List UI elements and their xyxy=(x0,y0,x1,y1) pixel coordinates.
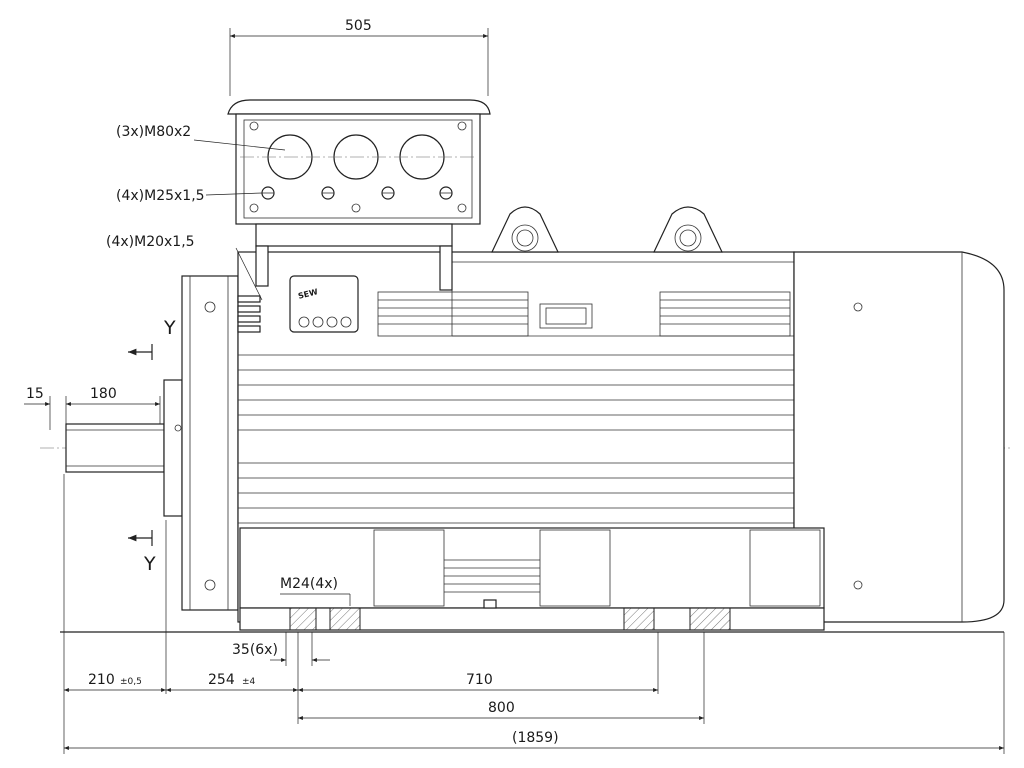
dim-15: 15 xyxy=(26,386,44,402)
dim-210-tol: ±0,5 xyxy=(120,677,142,687)
dim-254: 254 xyxy=(208,672,235,688)
callouts: (3x)M80x2 (4x)M25x1,5 (4x)M20x1,5 M24(4x… xyxy=(106,124,351,606)
dim-35-6x: 35(6x) xyxy=(232,642,278,658)
dim-505: 505 xyxy=(345,18,372,34)
dim-1859: (1859) xyxy=(512,730,559,746)
callout-m80: (3x)M80x2 xyxy=(116,124,191,140)
fan-cowl xyxy=(793,251,1005,623)
dim-710: 710 xyxy=(466,672,493,688)
dim-180: 180 xyxy=(90,386,117,402)
dim-254-tol: ±4 xyxy=(242,677,256,687)
callout-m24: M24(4x) xyxy=(280,576,338,592)
dim-210: 210 xyxy=(88,672,115,688)
section-mark-bottom: Y xyxy=(143,553,156,575)
section-y-top: Y xyxy=(128,317,176,360)
rating-plate xyxy=(539,303,593,329)
shaft xyxy=(65,423,165,473)
cooling-fins xyxy=(238,354,794,524)
motor-body xyxy=(40,206,1010,633)
dimensions: 505 15 180 35(6x) 210 ±0,5 254 ±4 710 8 xyxy=(24,18,1005,754)
lifting-eye-right xyxy=(653,206,723,253)
lifting-eye-left xyxy=(491,206,559,253)
flange xyxy=(163,379,183,517)
terminal-box xyxy=(227,99,491,291)
flange-plate xyxy=(181,275,239,611)
small-glands-m20 xyxy=(237,295,261,333)
callout-m25: (4x)M25x1,5 xyxy=(116,188,205,204)
callout-m20: (4x)M20x1,5 xyxy=(106,234,195,250)
section-mark-top: Y xyxy=(163,317,176,339)
foot-base xyxy=(239,607,825,631)
lower-vent xyxy=(444,559,540,593)
sew-module: SEW xyxy=(289,275,359,333)
dim-800: 800 xyxy=(488,700,515,716)
section-y-bottom: Y xyxy=(128,530,156,575)
